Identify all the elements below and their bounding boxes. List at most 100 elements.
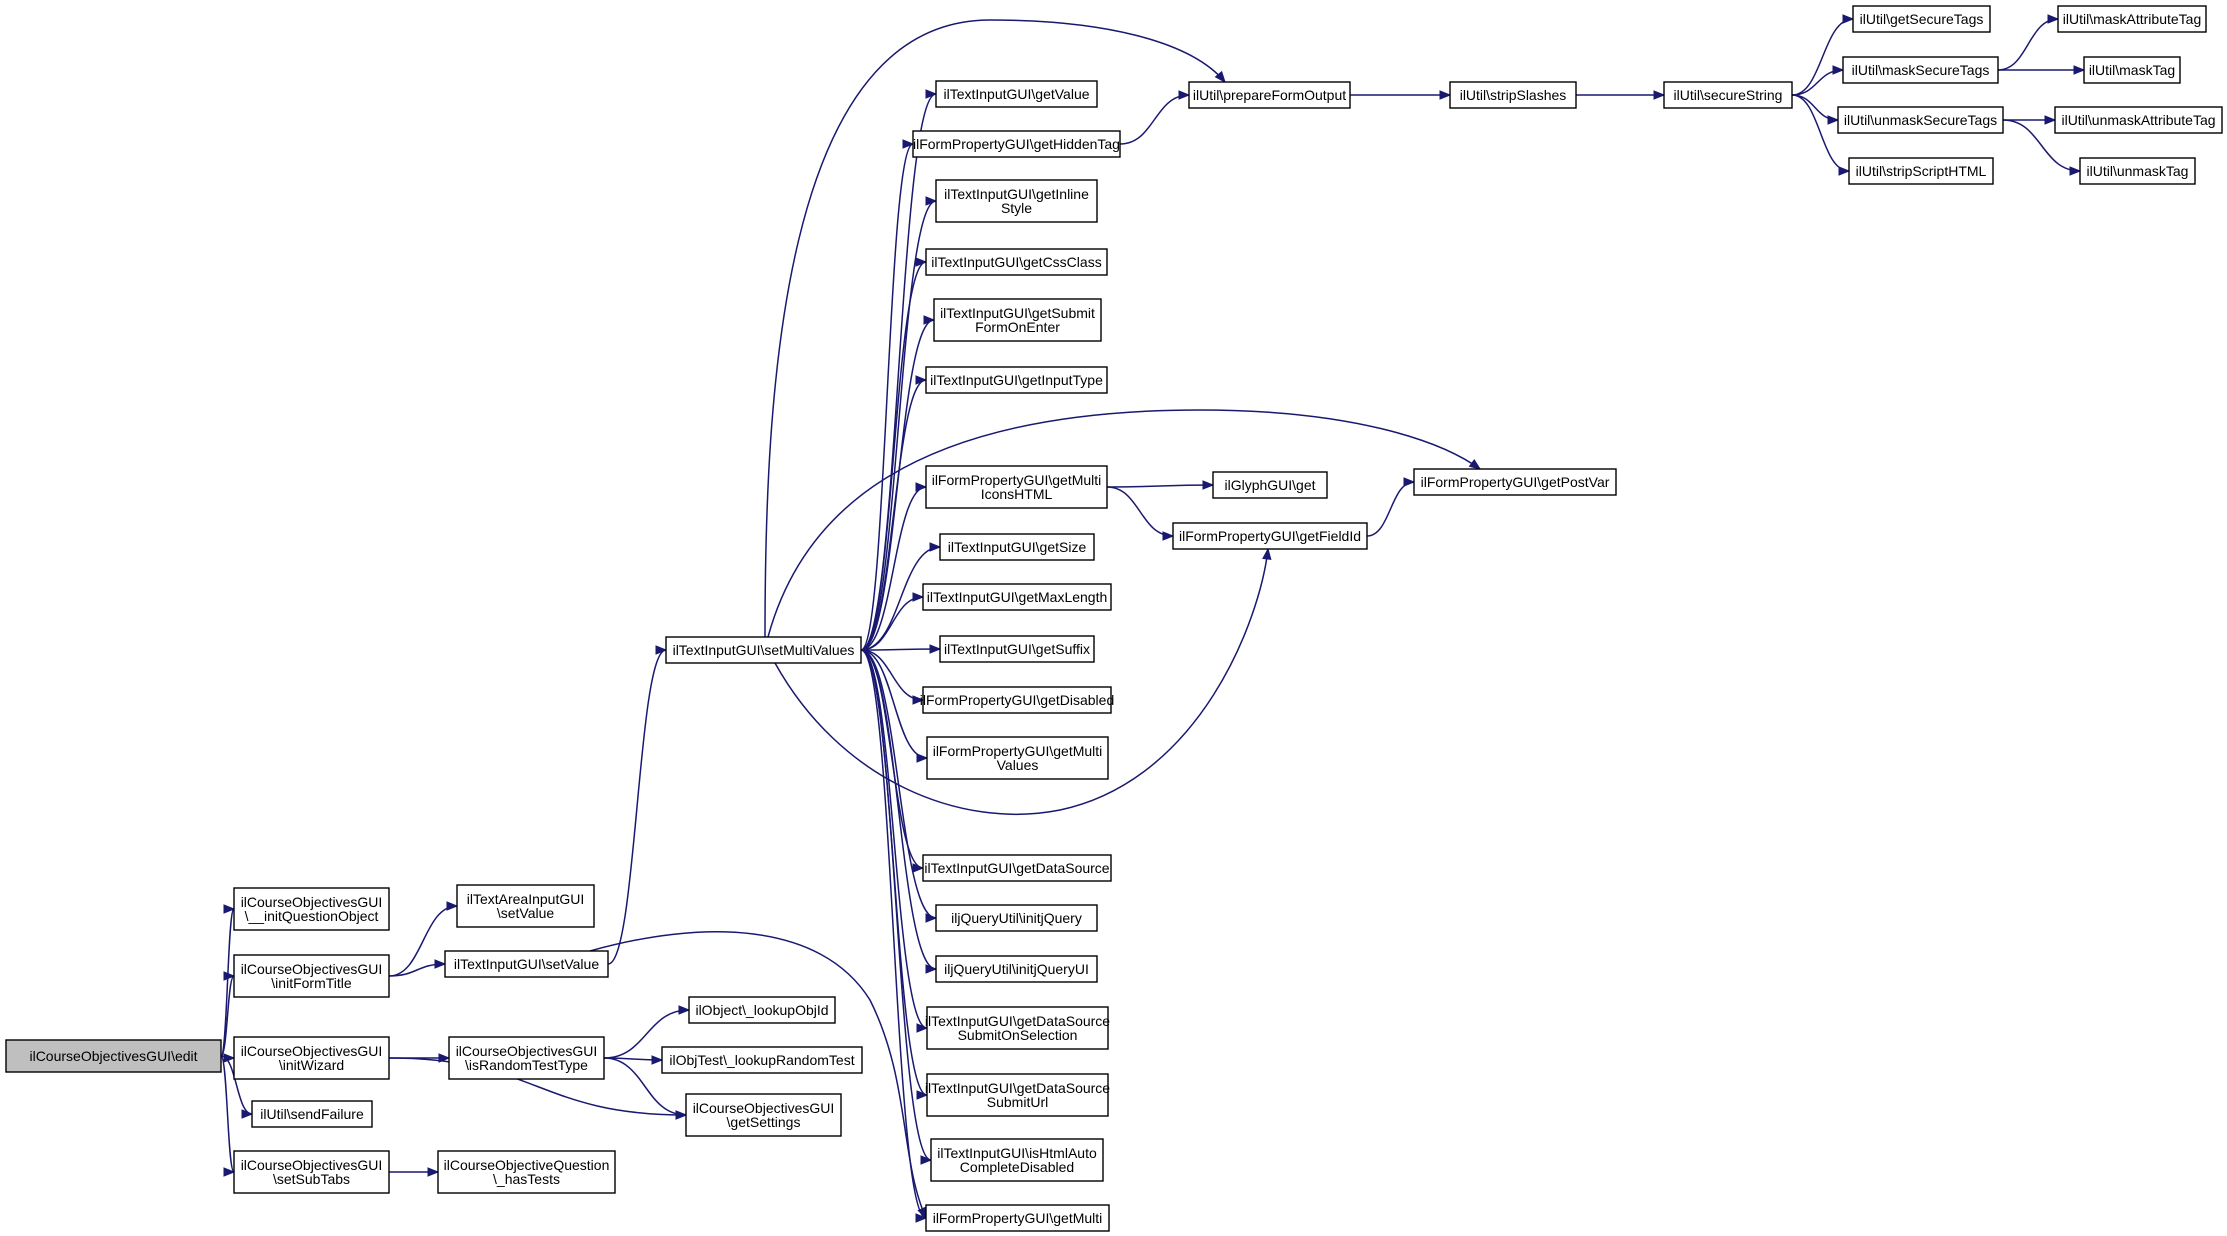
node-sst[interactable]: ilCourseObjectivesGUI\setSubTabs xyxy=(233,1150,390,1194)
arrowhead-icon xyxy=(2073,65,2086,75)
node-iw[interactable]: ilCourseObjectivesGUI\initWizard xyxy=(233,1036,390,1080)
node-umst[interactable]: ilUtil\unmaskSecureTags xyxy=(1837,106,2004,134)
node-irtt[interactable]: ilCourseObjectivesGUI\isRandomTestType xyxy=(448,1036,605,1080)
node-gpv[interactable]: ilFormPropertyGUI\getPostVar xyxy=(1413,468,1617,496)
arrowhead-icon xyxy=(1827,115,1840,125)
edge-line xyxy=(774,548,1269,816)
edge-line xyxy=(860,261,927,651)
node-box xyxy=(437,1150,616,1194)
node-sf[interactable]: ilUtil\sendFailure xyxy=(251,1100,373,1128)
node-box xyxy=(926,1073,1109,1117)
arrowhead-icon xyxy=(1653,90,1666,100)
node-label: \_hasTests xyxy=(493,1171,560,1187)
node-label: ilTextInputGUI\isHtmlAuto xyxy=(937,1145,1097,1161)
node-hast[interactable]: ilCourseObjectiveQuestion\_hasTests xyxy=(437,1150,616,1194)
node-gm[interactable]: ilFormPropertyGUI\getMulti xyxy=(925,1204,1110,1232)
node-box xyxy=(935,80,1098,108)
node-ijq[interactable]: iljQueryUtil\initjQuery xyxy=(935,904,1098,932)
node-box xyxy=(935,904,1098,932)
node-mst[interactable]: ilUtil\maskSecureTags xyxy=(1842,56,1999,84)
node-ift[interactable]: ilCourseObjectivesGUI\initFormTitle xyxy=(233,954,390,998)
node-gml[interactable]: ilTextInputGUI\getMaxLength xyxy=(922,583,1112,611)
node-label: \__initQuestionObject xyxy=(245,908,379,924)
node-umt[interactable]: ilUtil\unmaskTag xyxy=(2079,157,2196,185)
node-gdis[interactable]: ilFormPropertyGUI\getDisabled xyxy=(920,686,1115,714)
edge-smv-to-git xyxy=(860,375,928,651)
node-tasv[interactable]: ilTextAreaInputGUI\setValue xyxy=(456,884,595,928)
node-ggg[interactable]: ilGlyphGUI\get xyxy=(1212,471,1328,499)
node-label: ilUtil\stripSlashes xyxy=(1460,87,1567,103)
edge-smv-to-ijqui xyxy=(860,649,938,974)
node-git[interactable]: ilTextInputGUI\getInputType xyxy=(925,366,1108,394)
arrowhead-icon xyxy=(655,645,668,655)
edge-sst-to-hast xyxy=(388,1167,440,1177)
edge-line xyxy=(2002,119,2081,172)
node-label: ilCourseObjectivesGUI xyxy=(241,961,383,977)
edge-sec-to-gst xyxy=(1791,14,1855,96)
node-label: IconsHTML xyxy=(981,486,1053,502)
node-mt[interactable]: ilUtil\maskTag xyxy=(2083,56,2181,84)
node-umat[interactable]: ilUtil\unmaskAttributeTag xyxy=(2054,106,2223,134)
node-pfo[interactable]: ilUtil\prepareFormOutput xyxy=(1188,81,1351,109)
node-ssh[interactable]: ilUtil\stripScriptHTML xyxy=(1848,157,1994,185)
node-box xyxy=(2054,106,2223,134)
node-gcc[interactable]: ilTextInputGUI\getCssClass xyxy=(925,248,1108,276)
node-gds[interactable]: ilTextInputGUI\getDataSource xyxy=(922,854,1112,882)
arrowhead-icon xyxy=(929,542,942,552)
node-ijqui[interactable]: iljQueryUtil\initjQueryUI xyxy=(935,955,1098,983)
node-gsz[interactable]: ilTextInputGUI\getSize xyxy=(939,533,1095,561)
arrowhead-icon xyxy=(241,1109,254,1119)
edge-line xyxy=(603,1057,687,1116)
edge-line xyxy=(1791,94,1839,121)
node-loid[interactable]: ilObject\_lookupObjId xyxy=(688,996,836,1024)
node-box xyxy=(685,1093,842,1137)
edge-smv-to-gcc xyxy=(860,257,928,651)
arrowhead-icon xyxy=(929,644,942,654)
node-root[interactable]: ilCourseObjectivesGUI\edit xyxy=(5,1039,222,1073)
arrowhead-icon xyxy=(2047,14,2060,24)
node-gfi[interactable]: ilFormPropertyGUI\getFieldId xyxy=(1172,522,1368,550)
node-iqo[interactable]: ilCourseObjectivesGUI\__initQuestionObje… xyxy=(233,887,390,931)
node-ght[interactable]: ilFormPropertyGUI\getHiddenTag xyxy=(912,130,1121,158)
node-box xyxy=(939,533,1095,561)
node-ihacd[interactable]: ilTextInputGUI\isHtmlAutoCompleteDisable… xyxy=(930,1138,1104,1182)
arrowhead-icon xyxy=(925,913,938,923)
node-gs[interactable]: ilCourseObjectivesGUI\getSettings xyxy=(685,1093,842,1137)
node-label: ilCourseObjectivesGUI xyxy=(241,1043,383,1059)
arrowhead-icon xyxy=(223,971,236,981)
node-ss[interactable]: ilUtil\stripSlashes xyxy=(1449,81,1577,109)
node-mat[interactable]: ilUtil\maskAttributeTag xyxy=(2057,5,2207,33)
node-gst[interactable]: ilUtil\getSecureTags xyxy=(1852,5,1991,33)
node-box xyxy=(1663,81,1793,109)
node-box xyxy=(1212,471,1328,499)
node-label: ilTextInputGUI\getMaxLength xyxy=(927,589,1108,605)
node-box xyxy=(2079,157,2196,185)
node-gdsos[interactable]: ilTextInputGUI\getDataSourceSubmitOnSele… xyxy=(925,1006,1110,1050)
node-lrt[interactable]: ilObjTest\_lookupRandomTest xyxy=(661,1046,863,1074)
edge-line xyxy=(607,649,667,965)
node-gsuf[interactable]: ilTextInputGUI\getSuffix xyxy=(939,635,1095,663)
arrowhead-icon xyxy=(223,1167,236,1177)
edge-ift-to-tasv xyxy=(388,901,459,977)
node-label: iljQueryUtil\initjQueryUI xyxy=(944,961,1089,977)
node-sec[interactable]: ilUtil\secureString xyxy=(1663,81,1793,109)
node-box xyxy=(688,996,836,1024)
node-label: ilTextInputGUI\getInputType xyxy=(930,372,1103,388)
node-box xyxy=(5,1039,222,1073)
node-box xyxy=(233,1150,390,1194)
node-label: ilFormPropertyGUI\getFieldId xyxy=(1179,528,1361,544)
nodes-layer: ilCourseObjectivesGUI\edit ilCourseObject… xyxy=(5,5,2223,1232)
edge-line xyxy=(220,908,235,1057)
node-smv[interactable]: ilTextInputGUI\setMultiValues xyxy=(665,636,862,664)
node-label: ilTextInputGUI\getDataSource xyxy=(924,860,1109,876)
edge-line xyxy=(860,649,937,919)
edge-line xyxy=(860,379,927,651)
node-gv[interactable]: ilTextInputGUI\getValue xyxy=(935,80,1098,108)
node-label: ilTextInputGUI\getSuffix xyxy=(944,641,1090,657)
node-tisv[interactable]: ilTextInputGUI\setValue xyxy=(444,950,609,978)
